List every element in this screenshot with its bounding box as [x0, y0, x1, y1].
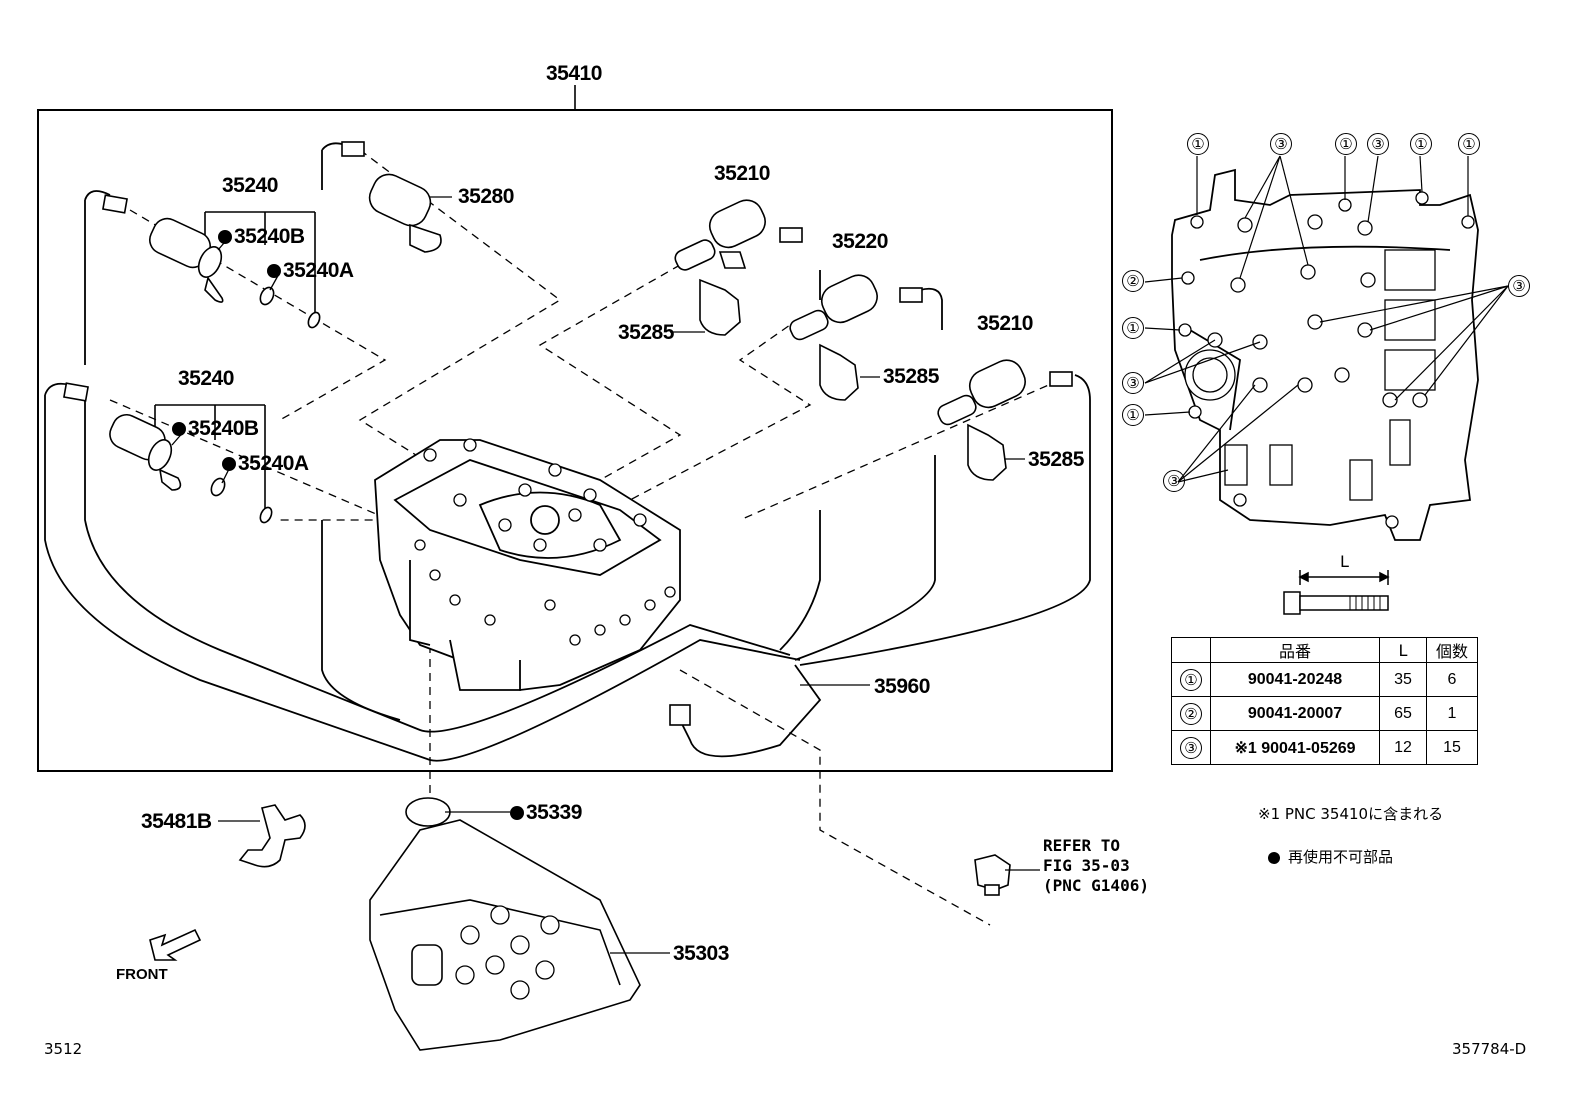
label-35481b: 35481B	[141, 810, 212, 833]
page-number: 3512	[44, 1040, 83, 1058]
gasket-35339	[405, 797, 451, 827]
label-35210-lower: 35210	[977, 312, 1033, 335]
table-header-row: 品番 L 個数	[1171, 637, 1478, 663]
solenoid-35220	[789, 274, 878, 341]
solenoid-35240-upper	[149, 217, 321, 329]
label-35210-upper: 35210	[714, 162, 770, 185]
front-label: FRONT	[116, 966, 168, 983]
table-cell: ※1 90041-05269	[1210, 730, 1380, 765]
label-35240-upper: 35240	[222, 174, 278, 197]
solenoid-35210-upper	[674, 199, 766, 271]
callout-1: ①	[1122, 404, 1144, 426]
table-cell: 35	[1379, 662, 1427, 697]
note-non-reusable: 再使用不可部品	[1268, 846, 1393, 867]
table-header: 品番	[1210, 637, 1380, 663]
label-35339: 35339	[510, 802, 582, 823]
part-number: 35240B	[234, 225, 305, 248]
figure-id: 357784-D	[1452, 1040, 1527, 1058]
valve-body	[374, 439, 681, 691]
table-cell: ③	[1171, 730, 1211, 765]
non-reusable-dot-icon	[1268, 851, 1280, 864]
table-row: ① 90041-20248 35 6	[1171, 662, 1478, 697]
label-35285-c: 35285	[1028, 448, 1084, 471]
front-arrow-icon	[149, 928, 202, 961]
callout-1: ①	[1458, 133, 1480, 155]
bolt-table: 品番 L 個数 ① 90041-20248 35 6 ② 90041-20007…	[1171, 637, 1478, 765]
solenoid-35240-lower	[109, 413, 273, 524]
note-text: 再使用不可部品	[1288, 848, 1394, 866]
callout-2: ②	[1122, 270, 1144, 292]
callout-1: ①	[1187, 133, 1209, 155]
note-included-in-assy: ※1 PNC 35410に含まれる	[1258, 805, 1444, 823]
callout-3: ③	[1367, 133, 1389, 155]
table-header: 個数	[1426, 637, 1478, 663]
solenoid-35210-lower	[937, 359, 1026, 426]
table-cell: 12	[1379, 730, 1427, 765]
label-35240a-lower: 35240A	[222, 453, 309, 474]
label-35240b-upper: 35240B	[218, 226, 305, 247]
part-number: 35240B	[188, 417, 259, 440]
part-number: 35240A	[238, 452, 309, 475]
non-reusable-dot-icon	[172, 422, 186, 437]
label-35220: 35220	[832, 230, 888, 253]
callout-1: ①	[1122, 317, 1144, 339]
non-reusable-dot-icon	[267, 264, 281, 279]
callout-3: ③	[1508, 275, 1530, 297]
table-cell: ①	[1171, 662, 1211, 697]
callout-3: ③	[1270, 133, 1292, 155]
label-35303: 35303	[673, 942, 729, 965]
table-row: ② 90041-20007 65 1	[1171, 696, 1478, 731]
table-row: ③ ※1 90041-05269 12 15	[1171, 730, 1478, 765]
strainer-35303	[369, 819, 641, 1051]
callout-3: ③	[1122, 372, 1144, 394]
callout-1: ①	[1410, 133, 1432, 155]
label-35240a-upper: 35240A	[267, 260, 354, 281]
callout-3: ③	[1163, 470, 1185, 492]
table-cell: 90041-20007	[1210, 696, 1380, 731]
label-35240b-lower: 35240B	[172, 418, 259, 439]
part-number: 35240A	[283, 259, 354, 282]
non-reusable-dot-icon	[218, 230, 232, 245]
refer-to-note: REFER TO FIG 35-03 (PNC G1406)	[1043, 836, 1149, 895]
label-35280: 35280	[458, 185, 514, 208]
non-reusable-dot-icon	[222, 457, 236, 472]
callout-1: ①	[1335, 133, 1357, 155]
label-35410: 35410	[546, 62, 602, 85]
label-35285-b: 35285	[883, 365, 939, 388]
table-cell: 6	[1426, 662, 1478, 697]
table-cell: 65	[1379, 696, 1427, 731]
dimension-l-label: L	[1340, 552, 1349, 571]
table-cell: ②	[1171, 696, 1211, 731]
part-number: 35339	[526, 801, 582, 824]
label-35960: 35960	[874, 675, 930, 698]
table-header	[1171, 637, 1211, 663]
sensor-g1406	[974, 854, 1011, 896]
table-header: L	[1379, 637, 1427, 663]
bolt-drawing	[1283, 570, 1390, 615]
clamp-35481b	[238, 804, 306, 868]
non-reusable-dot-icon	[510, 806, 524, 821]
table-cell: 90041-20248	[1210, 662, 1380, 697]
table-cell: 1	[1426, 696, 1478, 731]
label-35285-a: 35285	[618, 321, 674, 344]
solenoid-35280	[368, 173, 442, 253]
table-cell: 15	[1426, 730, 1478, 765]
label-35240-lower: 35240	[178, 367, 234, 390]
